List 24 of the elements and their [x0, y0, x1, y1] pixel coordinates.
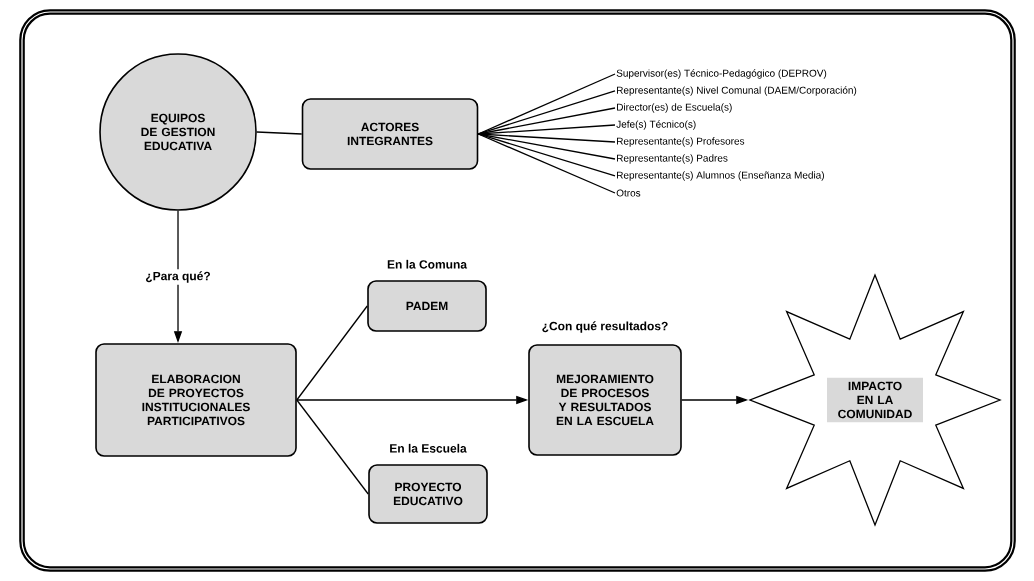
- list-item: Representante(s) Alumnos (Enseñanza Media): [617, 171, 824, 181]
- connector: [477, 73, 616, 135]
- list-item: Representante(s) Padres: [617, 154, 728, 164]
- list-item: Supervisor(es) Técnico-Pedagógico (DEPROV): [616, 69, 827, 79]
- process-box: MEJORAMIENTO DE PROCESOS Y RESULTADOS EN LA ESCUELA: [528, 344, 682, 456]
- list-item: Representante(s) Profesores: [617, 137, 745, 147]
- list-item: Representante(s) Nivel Comunal (DAEM/Corporación): [617, 86, 857, 96]
- edge-label: ¿Para qué?: [143, 269, 213, 285]
- connector: [296, 305, 368, 401]
- node-label: En la Comuna: [387, 259, 468, 269]
- list-item: Director(es) de Escuela(s): [617, 103, 732, 113]
- connector: [256, 131, 303, 135]
- process-box: ELABORACION DE PROYECTOS INSTITUCIONALES PARTICIPATIVOS: [95, 343, 297, 457]
- connector: [477, 133, 616, 194]
- process-box: ACTORES INTEGRANTES: [301, 98, 479, 170]
- list-item: Jefe(s) Técnico(s): [616, 120, 696, 130]
- process-box: PROYECTO EDUCATIVO: [368, 464, 488, 524]
- node-label: ¿Con qué resultados?: [542, 321, 668, 333]
- connector: [477, 133, 616, 143]
- list-item: Otros: [616, 189, 641, 197]
- connector: [296, 399, 369, 495]
- process-box: PADEM: [367, 280, 487, 332]
- connector: [477, 133, 616, 177]
- node-label: En la Escuela: [390, 443, 467, 453]
